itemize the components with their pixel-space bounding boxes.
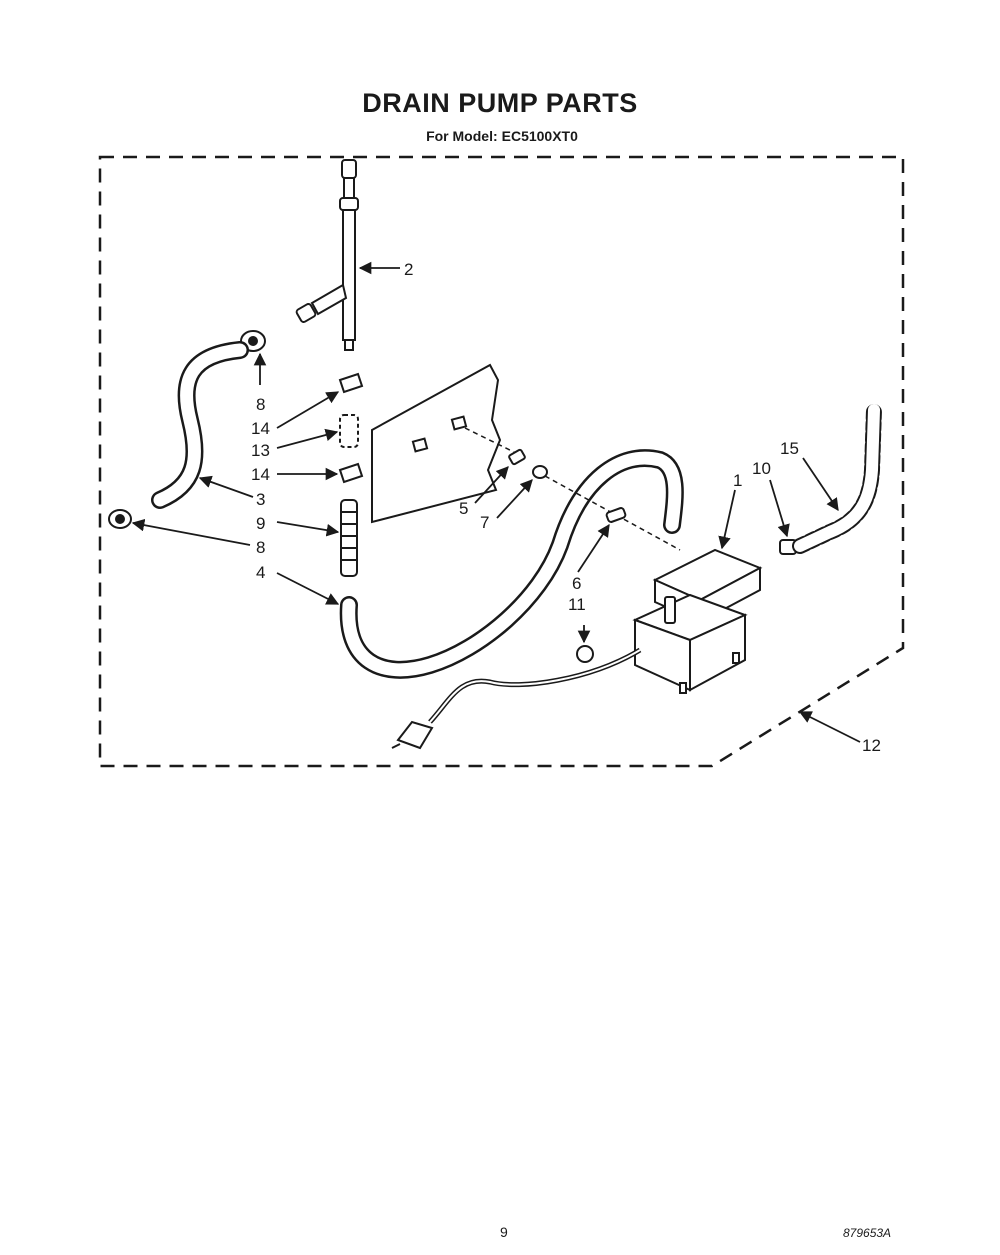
document-code: 879653A [843,1226,892,1240]
callout-7: 7 [480,513,489,532]
clip-part-14-top [338,372,364,394]
callout-3: 3 [256,490,265,509]
callout-6: 6 [572,574,581,593]
nut-part-11 [576,645,594,663]
kit-boundary-dashed [98,155,905,768]
callout-5: 5 [459,499,468,518]
sleeve-part-13 [339,414,359,448]
strainer-part-9 [340,499,358,577]
callout-1: 1 [733,471,742,490]
callout-4: 4 [256,563,265,582]
hose-clamp-lower-part-8 [108,509,132,529]
model-prefix: For Model: [426,128,498,144]
page-title: DRAIN PUMP PARTS [362,88,638,118]
model-number: EC5100XT0 [501,128,578,144]
callout-14-lower: 14 [251,465,270,484]
callout-8-upper: 8 [256,395,265,414]
callout-15: 15 [780,439,799,458]
callout-11: 11 [568,595,586,614]
callout-2: 2 [404,260,413,279]
clip-part-14-bottom [338,462,364,484]
fitting-part-6 [605,507,627,523]
callout-8-lower: 8 [256,538,265,557]
callout-9: 9 [256,514,265,533]
screw-part-5 [508,448,526,466]
drain-tube-part-2 [295,159,359,351]
connector-stack [338,372,364,577]
model-line: For Model:EC5100XT0 [0,128,1000,144]
callout-10: 10 [752,459,771,478]
callout-14-upper: 14 [251,419,270,438]
callout-12: 12 [862,736,881,755]
power-plug [391,720,434,750]
page-number: 9 [500,1224,508,1240]
callout-13: 13 [251,441,270,460]
pump-assembly-part-1 [632,548,763,694]
hose-clamp-upper-part-8 [240,330,266,352]
washer-part-7 [532,465,548,479]
mounting-bracket [371,363,502,524]
leader-lines [131,261,861,743]
